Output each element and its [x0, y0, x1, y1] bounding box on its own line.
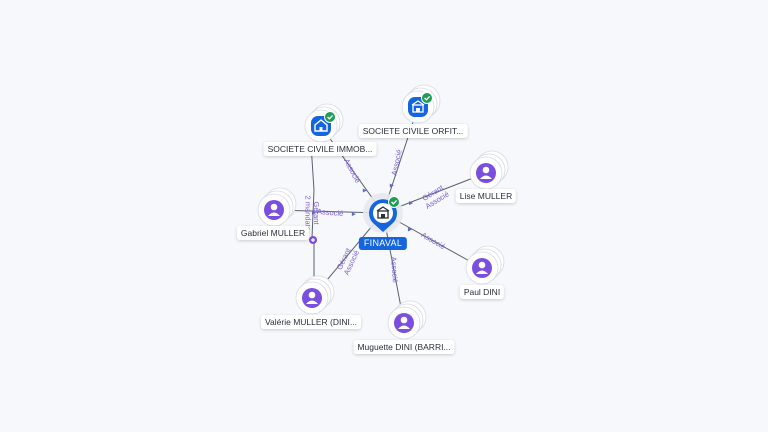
house-shape — [314, 119, 328, 132]
person-body — [306, 300, 318, 304]
edge-label: Associé — [342, 157, 362, 184]
edge-label: Associé — [389, 149, 403, 177]
edge-label-line: 2 mandats — [304, 195, 313, 230]
center-label[interactable]: FINAVAL — [358, 237, 408, 250]
house-door — [319, 127, 323, 131]
check-mark — [424, 95, 431, 101]
edge-label: Associé — [317, 207, 344, 218]
node-label-sci-immob[interactable]: SOCIETE CIVILE IMMOB... — [263, 142, 377, 156]
edge-arrow — [409, 201, 414, 206]
edge-label-line: Gérant — [312, 202, 321, 226]
person-head — [482, 166, 490, 174]
node-label-gabriel[interactable]: Gabriel MULLER — [236, 226, 310, 240]
verified-check-icon — [324, 111, 336, 123]
node-label-valerie[interactable]: Valérie MULLER (DINI... — [261, 315, 361, 329]
plus-glyph — [311, 238, 315, 242]
building-window — [381, 214, 385, 218]
node-sci-immob[interactable] — [304, 103, 344, 143]
edge-label-line: Associé — [317, 207, 344, 218]
edge-arrow — [351, 212, 356, 217]
node-sci-orfit[interactable] — [401, 84, 441, 124]
person-head — [270, 203, 278, 211]
edge-arrow — [312, 211, 316, 215]
node-label-muguette[interactable]: Muguette DINI (BARRI... — [353, 340, 455, 354]
node-paul[interactable] — [465, 245, 505, 285]
edge-label-line: Associé — [389, 149, 403, 177]
node-label-paul[interactable]: Paul DINI — [459, 285, 505, 299]
building-roof — [411, 100, 425, 106]
person-head — [308, 291, 316, 299]
node-label-sci-orfit[interactable]: SOCIETE CIVILE ORFIT... — [358, 124, 468, 138]
edge-label-line: Associé — [420, 230, 447, 251]
person-head — [400, 316, 408, 324]
node-muguette[interactable] — [387, 300, 427, 340]
building-window — [416, 108, 420, 112]
edge-line — [310, 143, 315, 239]
verified-check-icon — [388, 196, 400, 208]
edge-label: GérantAssocié — [334, 245, 361, 276]
person-head — [478, 261, 486, 269]
edge-gabriel-sci-immob: Gérant2 mandats — [304, 143, 322, 239]
node-lise[interactable] — [469, 150, 509, 190]
node-gabriel[interactable] — [257, 187, 297, 227]
edge-label: Associé — [420, 230, 447, 251]
person-body — [268, 212, 280, 216]
node-label-lise[interactable]: Lise MULLER — [455, 189, 517, 203]
node-valerie[interactable] — [295, 275, 335, 315]
person-body — [476, 270, 488, 274]
verified-check-icon — [421, 92, 433, 104]
edge-label-line: Associé — [389, 256, 400, 283]
person-body — [398, 325, 410, 329]
check-mark — [327, 114, 334, 120]
building-roof — [376, 206, 390, 212]
node-center-finaval[interactable] — [363, 193, 403, 233]
edge-label: Gérant2 mandats — [304, 195, 322, 230]
edge-label: Associé — [389, 256, 400, 283]
edge-arrow — [407, 227, 412, 232]
edge-label: GérantAssocié — [419, 182, 451, 211]
edge-label-line: Associé — [342, 157, 362, 184]
edge-arrow — [362, 188, 367, 193]
edge-arrow — [389, 183, 394, 188]
person-body — [480, 175, 492, 179]
check-mark — [391, 199, 398, 205]
